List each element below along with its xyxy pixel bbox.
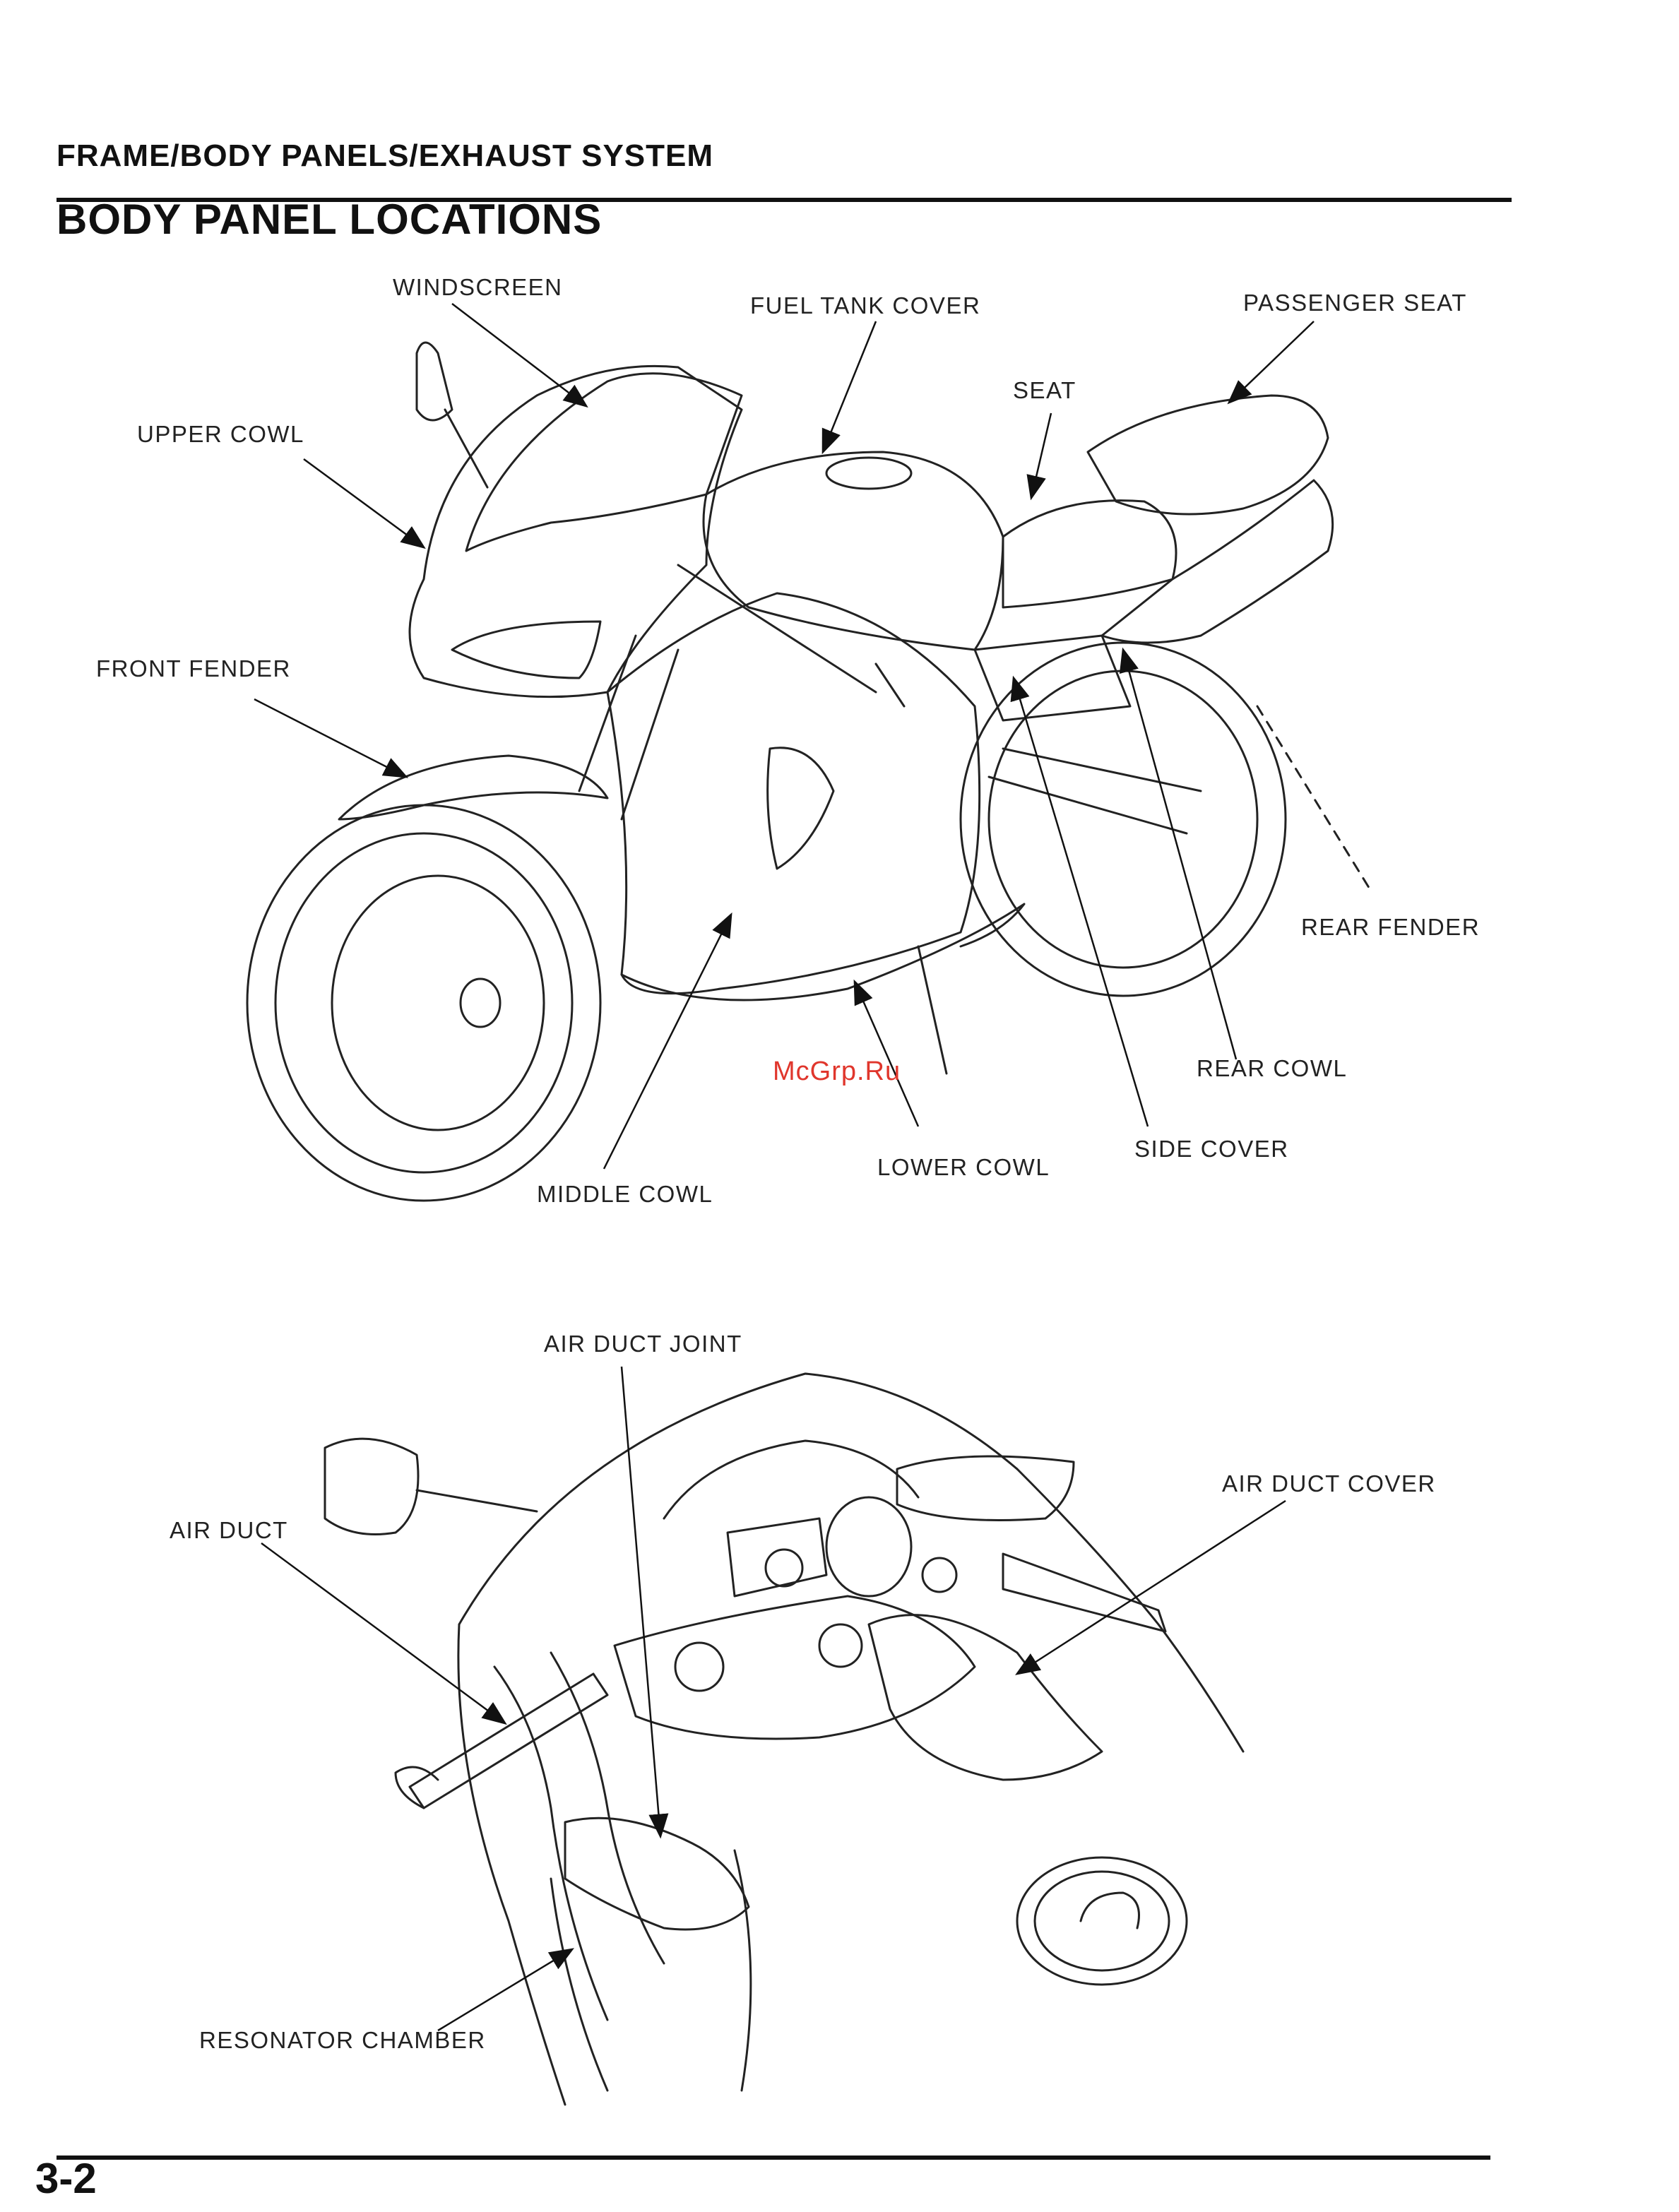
- fuel-cap: [826, 458, 911, 489]
- watermark-text: McGrp.Ru: [773, 1057, 901, 1087]
- resonator-outline: [551, 1879, 607, 2091]
- leader-lines-top: [254, 304, 1314, 1169]
- label-resonator-chamber: RESONATOR CHAMBER: [199, 2027, 486, 2054]
- label-rear-cowl: REAR COWL: [1197, 1055, 1347, 1082]
- label-middle-cowl: MIDDLE COWL: [537, 1181, 713, 1208]
- fuel-cap-bottom: [1017, 1857, 1187, 1985]
- air-duct-outline: [494, 1667, 607, 2020]
- front-brake-disc: [332, 876, 544, 1130]
- label-side-cover: SIDE COVER: [1134, 1136, 1289, 1163]
- label-seat: SEAT: [1013, 377, 1076, 404]
- label-upper-cowl: UPPER COWL: [137, 421, 304, 448]
- triple-clamp: [615, 1596, 975, 1739]
- footer-rule: [57, 2155, 1490, 2160]
- rear-fender-hidden-line: [1257, 706, 1370, 890]
- cockpit-illustration: [325, 1374, 1243, 2105]
- fuel-tank-shape: [704, 452, 1003, 650]
- front-fender-shape: [339, 756, 607, 819]
- label-air-duct: AIR DUCT: [170, 1517, 288, 1544]
- rear-cowl-shape: [1102, 480, 1333, 643]
- windscreen-outline: [459, 1374, 1017, 1624]
- label-passenger-seat: PASSENGER SEAT: [1243, 290, 1467, 316]
- label-front-fender: FRONT FENDER: [96, 655, 291, 682]
- label-fuel-tank-cover: FUEL TANK COVER: [750, 292, 980, 319]
- leader-lines-bottom: [261, 1367, 1286, 2030]
- label-rear-fender: REAR FENDER: [1301, 914, 1480, 941]
- seat-shape: [1003, 501, 1176, 607]
- label-air-duct-joint: AIR DUCT JOINT: [544, 1331, 742, 1357]
- label-air-duct-cover: AIR DUCT COVER: [1222, 1470, 1436, 1497]
- label-lower-cowl: LOWER COWL: [877, 1154, 1050, 1181]
- upper-cowl-shape: [410, 366, 742, 696]
- air-duct-joint-shape: [565, 1818, 749, 1929]
- rear-wheel: [961, 643, 1286, 996]
- side-cover-shape: [975, 636, 1130, 720]
- windscreen-shape: [466, 374, 742, 551]
- front-wheel: [247, 805, 600, 1201]
- label-windscreen: WINDSCREEN: [393, 274, 563, 301]
- air-duct-cover-shape: [869, 1615, 1102, 1780]
- middle-cowl-shape: [607, 593, 980, 994]
- page-number: 3-2: [35, 2154, 97, 2203]
